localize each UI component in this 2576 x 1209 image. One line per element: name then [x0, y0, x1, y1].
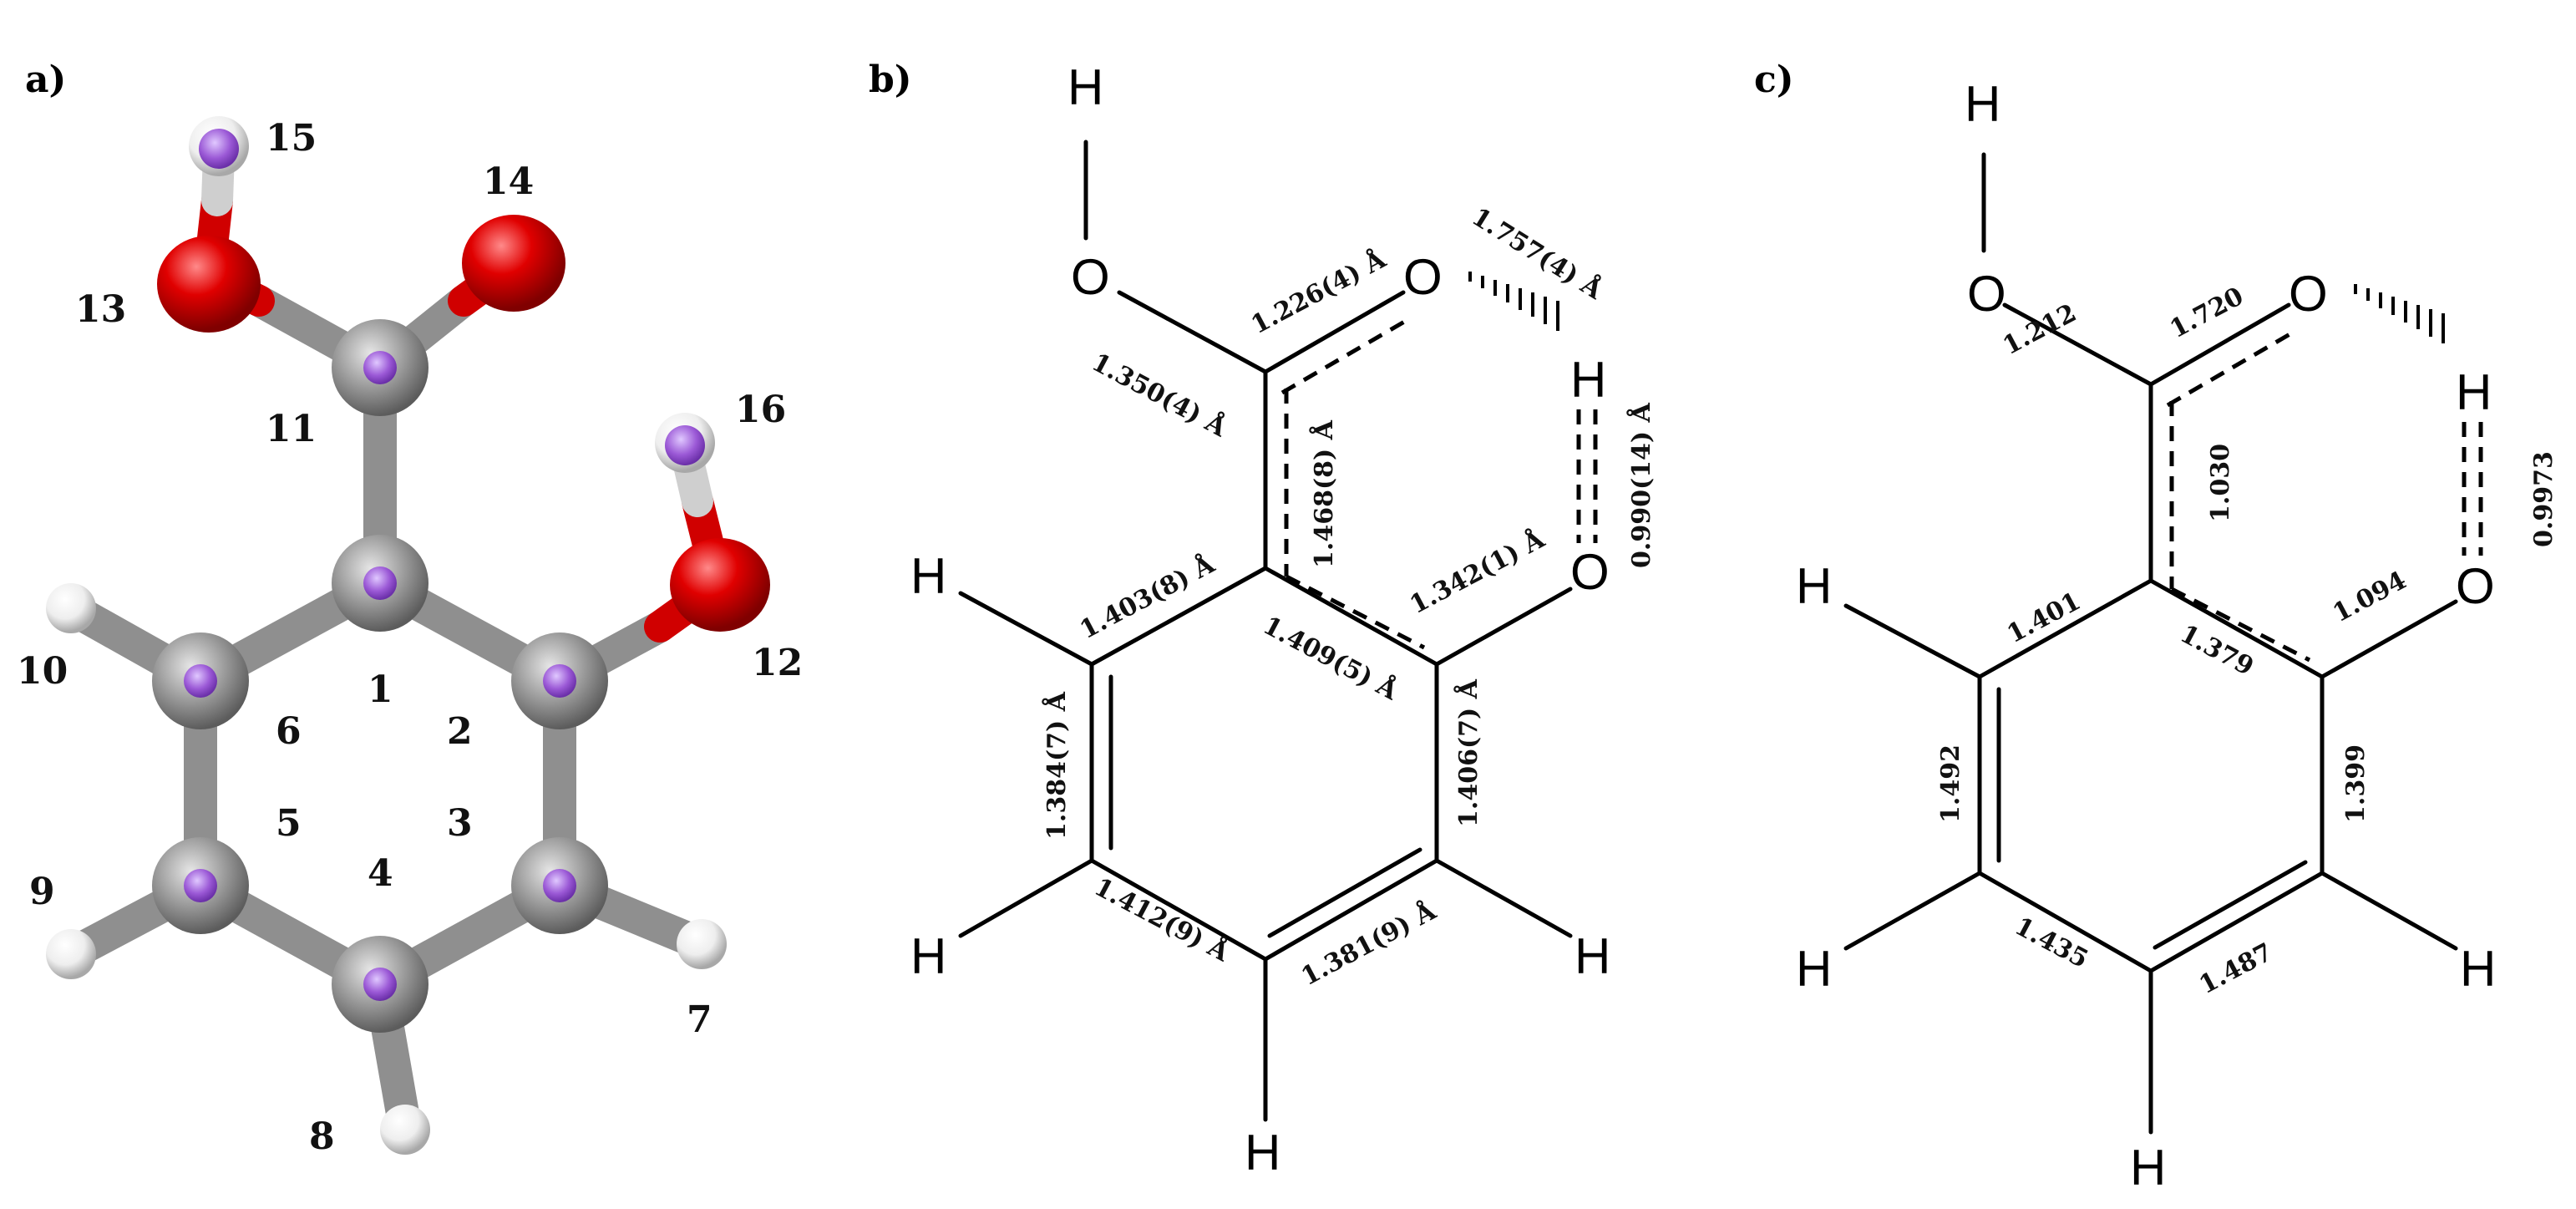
structure-b-bonds [958, 140, 1598, 1122]
b-atom-o-carbonyl: O [1403, 249, 1443, 305]
c-len-c2-c3: 1.399 [2341, 744, 2371, 823]
atom-label-13: 13 [75, 288, 126, 331]
b-atom-h-bridge: H [1570, 352, 1606, 408]
b-atom-h-left-top: H [910, 548, 946, 604]
structure-b-bond-lengths: 1.350(4) Å 1.226(4) Å 1.757(4) Å 0.990(1… [1042, 201, 1656, 992]
atom-label-1: 1 [368, 668, 393, 711]
c-atom-h-hydroxyl: H [1965, 76, 2000, 132]
b-len-c2-o12: 1.342(1) Å [1405, 524, 1550, 620]
structure-b-atoms: H O O H O H H H H [910, 59, 1610, 1181]
c-len-c6-c5: 1.492 [1936, 744, 1965, 823]
atom-label-14: 14 [483, 160, 534, 203]
atom-label-5: 5 [276, 802, 302, 845]
atom-label-7: 7 [687, 998, 712, 1041]
c-len-c2-o12: 1.094 [2328, 566, 2411, 628]
b-atom-h-hydroxyl: H [1067, 59, 1103, 115]
atom-label-11: 11 [266, 408, 317, 450]
c-atom-o-carbonyl: O [2289, 266, 2328, 322]
hbond-hatch-b [1468, 272, 1559, 331]
c-atom-h-left-top: H [1796, 558, 1832, 614]
structure-c-bonds [1843, 152, 2483, 1135]
atom-label-2: 2 [447, 710, 473, 753]
b-len-c1-c11: 1.468(8) Å [1309, 419, 1339, 568]
structure-b: H O O H O H H H H 1.350(4) Å 1.226(4) Å … [910, 59, 1656, 1181]
ball-and-stick-model: 1 2 3 4 5 6 7 8 9 10 11 12 13 14 15 16 [17, 116, 803, 1158]
atom-label-10: 10 [17, 650, 68, 693]
b-len-c1-c6: 1.403(8) Å [1075, 549, 1220, 645]
atom-label-4: 4 [368, 852, 393, 895]
model-oxygens [157, 215, 770, 632]
structure-c: H O O H O H H H H 1.212 1.720 0.9973 1.0… [1796, 76, 2558, 1196]
b-atom-h-right-bottom: H [1575, 928, 1610, 984]
atom-number-labels: 1 2 3 4 5 6 7 8 9 10 11 12 13 14 15 16 [17, 117, 803, 1158]
atom-label-16: 16 [735, 389, 786, 431]
b-len-c11-o13: 1.350(4) Å [1087, 347, 1232, 443]
atom-label-6: 6 [276, 710, 302, 753]
b-atom-o-phenol: O [1570, 544, 1610, 600]
atom-label-3: 3 [447, 802, 473, 845]
c-atom-h-bottom: H [2130, 1140, 2166, 1196]
atom-label-12: 12 [752, 642, 803, 684]
b-atom-o-hydroxyl: O [1071, 249, 1110, 305]
atom-label-8: 8 [309, 1115, 335, 1158]
c-atom-h-left-bottom: H [1796, 941, 1832, 997]
b-len-o12-h16: 0.990(14) Å [1626, 402, 1656, 568]
c-atom-h-bridge: H [2456, 364, 2492, 420]
c-len-c5-c4: 1.435 [2010, 912, 2092, 974]
model-hydrogens [46, 116, 727, 1155]
b-len-c5-c4: 1.412(9) Å [1089, 871, 1235, 968]
c-len-c4-c3: 1.487 [2194, 937, 2277, 1000]
b-atom-h-left-bottom: H [910, 928, 946, 984]
panel-label-c: c) [1754, 58, 1794, 101]
panel-label-a: a) [25, 58, 66, 101]
c-atom-o-hydroxyl: O [1967, 266, 2006, 322]
b-len-c11-o14: 1.226(4) Å [1246, 244, 1392, 340]
b-len-hbond: 1.757(4) Å [1467, 201, 1609, 306]
c-atom-h-right-bottom: H [2460, 941, 2496, 997]
hbond-hatch-c [2354, 284, 2445, 343]
panel-label-b: b) [869, 58, 912, 101]
atom-label-9: 9 [29, 871, 55, 913]
model-carbons [152, 319, 608, 1033]
b-len-c6-c5: 1.384(7) Å [1042, 691, 1072, 840]
b-len-c2-c3: 1.406(7) Å [1453, 678, 1483, 827]
c-len-c1-c11: 1.030 [2206, 444, 2235, 522]
c-atom-o-phenol: O [2456, 558, 2495, 614]
atom-label-15: 15 [266, 117, 317, 160]
c-len-o12-h16: 0.9973 [2529, 451, 2558, 547]
b-atom-h-bottom: H [1245, 1125, 1280, 1181]
structure-c-atoms: H O O H O H H H H [1796, 76, 2496, 1196]
